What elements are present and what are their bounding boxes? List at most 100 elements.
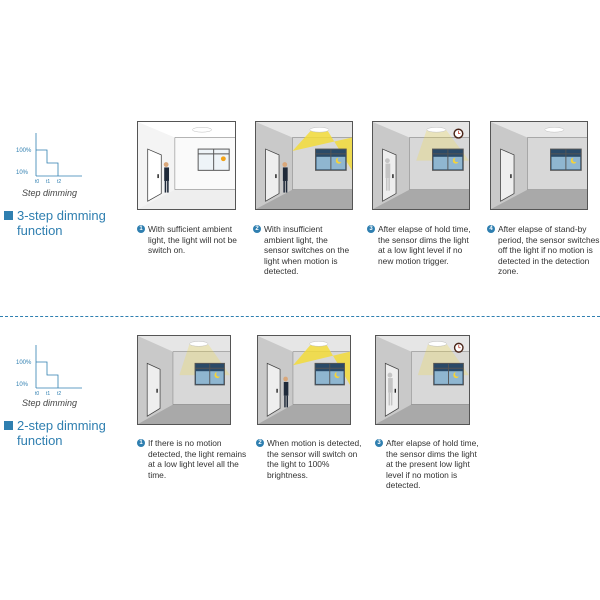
room-illustration <box>138 336 230 424</box>
ceiling-lamp-icon <box>427 341 447 347</box>
section-title-line1: 3-step dimming <box>17 208 106 223</box>
ceiling <box>376 336 469 352</box>
room-shape <box>388 392 391 406</box>
room-shape <box>275 174 277 179</box>
room-shape <box>283 381 289 396</box>
room-shape <box>276 388 278 393</box>
room-shape <box>146 362 161 417</box>
room-shape <box>570 157 577 164</box>
chart-caption: Step dimming <box>22 188 78 198</box>
step-number-badge: 2 <box>256 439 264 447</box>
room-shape <box>384 362 399 417</box>
ceiling-lamp-icon <box>426 127 447 133</box>
room-shape <box>394 388 396 393</box>
chart-tick: t2 <box>57 391 61 397</box>
section-title-line2: function <box>17 223 63 238</box>
room-shape <box>382 148 397 202</box>
room-shape <box>167 180 169 193</box>
floor <box>491 189 587 209</box>
step-number-badge: 3 <box>375 439 383 447</box>
chart-tick: t1 <box>46 179 50 185</box>
door-icon <box>500 148 515 202</box>
room-shape <box>157 174 159 179</box>
door-icon <box>382 148 397 202</box>
room-illustration <box>258 336 350 424</box>
room-shape <box>388 378 393 393</box>
door-icon <box>146 362 161 417</box>
room-shape <box>164 167 170 181</box>
ceiling <box>138 336 230 352</box>
room-shape <box>385 163 391 179</box>
floor <box>138 404 230 424</box>
room-shape <box>282 167 288 181</box>
night-window-icon <box>432 148 464 171</box>
room-shape <box>156 388 158 393</box>
step-number-badge: 1 <box>137 439 145 447</box>
clock-icon <box>453 342 464 353</box>
step-text: After elapse of stand-by period, the sen… <box>498 224 600 277</box>
section-title-line1: 2-step dimming <box>17 418 106 433</box>
room-shape <box>285 180 288 193</box>
floor <box>256 189 352 209</box>
night-window-icon <box>314 362 345 386</box>
step-text: With sufficient ambient light, the light… <box>148 224 237 256</box>
illustration-light-off <box>490 121 588 210</box>
chart-tick: t1 <box>46 391 50 397</box>
step-text: With insufficient ambient light, the sen… <box>264 224 350 277</box>
night-window-icon <box>550 148 582 171</box>
night-window-icon <box>315 148 347 171</box>
light-beam <box>292 129 352 171</box>
step-number-badge: 4 <box>487 225 495 233</box>
ceiling-lamp-icon <box>309 341 329 347</box>
illustration-light-dim <box>375 335 470 425</box>
chart-label-high: 100% <box>16 148 32 154</box>
step-text: If there is no motion detected, the ligh… <box>148 438 247 480</box>
room-shape <box>392 174 394 179</box>
ceiling-lamp-icon <box>309 127 330 133</box>
room-shape <box>164 180 167 193</box>
chart-tick: t0 <box>35 179 39 185</box>
chart-tick: t0 <box>35 391 39 397</box>
person-icon <box>163 162 170 193</box>
step-text: When motion is detected, the sensor will… <box>267 438 362 480</box>
ceiling <box>138 122 235 138</box>
person-icon <box>283 376 289 408</box>
light-beam <box>292 343 350 385</box>
room-shape <box>334 372 340 379</box>
door-icon <box>147 148 162 202</box>
chart-step-line <box>36 149 59 176</box>
room-illustration <box>138 122 235 209</box>
room-shape <box>387 372 393 378</box>
door-icon <box>384 362 399 417</box>
bullet-square-icon <box>4 421 13 430</box>
room-shape <box>385 178 388 191</box>
floor <box>138 189 235 209</box>
door-icon <box>266 362 281 417</box>
room-shape <box>283 376 288 382</box>
illustration-low-light <box>137 335 231 425</box>
room-illustration <box>376 336 469 424</box>
person-icon <box>282 162 288 193</box>
room-shape <box>453 372 459 379</box>
ceiling-lamp-icon <box>192 127 212 133</box>
chart-caption: Step dimming <box>22 398 78 408</box>
section-divider <box>0 316 600 317</box>
chart-label-high: 100% <box>16 360 32 366</box>
room-shape <box>452 157 459 164</box>
chart-step-line <box>36 361 59 388</box>
room-shape <box>220 156 226 162</box>
room-shape <box>390 392 393 406</box>
bullet-square-icon <box>4 211 13 220</box>
chart-label-low: 10% <box>16 382 29 388</box>
step-text: After elapse of hold time, the sensor di… <box>378 224 471 266</box>
ceiling <box>373 122 469 138</box>
floor <box>376 404 469 424</box>
